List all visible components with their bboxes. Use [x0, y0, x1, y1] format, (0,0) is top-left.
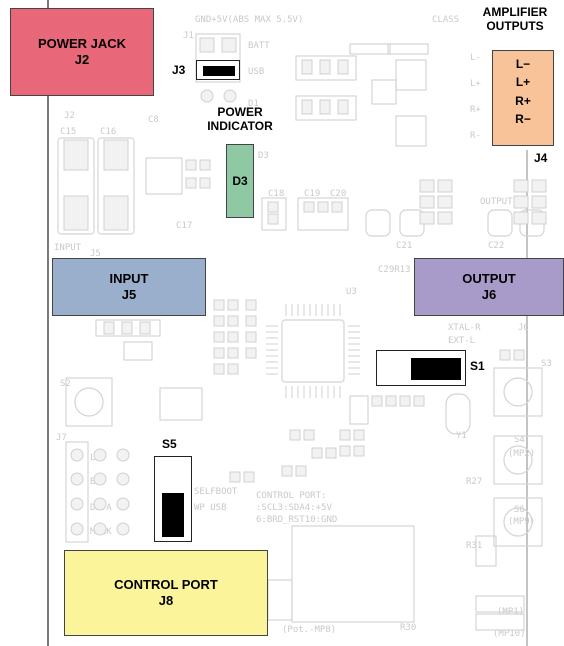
- input-label: INPUT: [109, 271, 149, 287]
- amplifier-outputs-label: AMPLIFIER OUTPUTS: [482, 5, 548, 33]
- s4-outline: [493, 435, 543, 485]
- s5-switch[interactable]: [154, 456, 192, 542]
- silk-controlport: CONTROL PORT:: [256, 491, 326, 501]
- silk-r-plus: R+: [470, 105, 481, 115]
- c15-pad: [63, 195, 89, 231]
- silk-output: OUTPUT: [480, 197, 513, 207]
- s1-switch-knob: [411, 358, 461, 380]
- reg-outline: [145, 157, 183, 195]
- output-label: OUTPUT: [462, 271, 516, 287]
- j3-jumper-cap: [203, 66, 235, 76]
- silk-c19: C19: [304, 189, 320, 199]
- silk-xtal: XTAL-R: [448, 323, 481, 333]
- silk-j2: J2: [64, 111, 75, 121]
- c16-pad: [103, 139, 129, 171]
- silk-c17: C17: [176, 221, 192, 231]
- silk-d1: D1: [248, 99, 259, 109]
- silk-scl: :SCL3:SDA4:+5V: [256, 503, 332, 513]
- input-j5-callout: INPUT J5: [52, 258, 206, 316]
- silk-j6: J6: [518, 323, 529, 333]
- j4-line-l-plus: L+: [515, 75, 531, 90]
- s2-outline: [65, 377, 113, 427]
- s3-outline: [493, 367, 543, 417]
- control-port-ref: J8: [158, 593, 174, 608]
- s1-switch[interactable]: [376, 350, 466, 386]
- silk-u3: U3: [346, 287, 357, 297]
- silk-c22: C22: [488, 241, 504, 251]
- power-jack-j2-callout: POWER JACK J2: [10, 8, 154, 96]
- silk-pot: (Pot.-MP8): [282, 625, 336, 635]
- silk-j7: J7: [56, 433, 67, 443]
- silk-brd: 6:BRD_RST10:GND: [256, 515, 337, 525]
- silk-selfboot: SELFBOOT: [194, 487, 238, 497]
- silk-c15: C15: [60, 127, 76, 137]
- silk-j5: J5: [90, 249, 101, 259]
- silk-b: B: [90, 477, 95, 487]
- j1-outline: [195, 33, 241, 83]
- d1-pad: [200, 89, 214, 103]
- silk-d3: D3: [258, 151, 269, 161]
- silk-c18: C18: [268, 189, 284, 199]
- d3-ref: D3: [232, 173, 248, 188]
- power-jack-label: POWER JACK: [37, 36, 127, 52]
- input-ref: J5: [121, 287, 137, 302]
- power-jack-ref: J2: [74, 52, 90, 67]
- silk-input: INPUT: [54, 243, 82, 253]
- silk-ext: EXT-L: [448, 336, 475, 346]
- silk-r-minus: R-: [470, 131, 481, 141]
- silk-c21: C21: [396, 241, 412, 251]
- j4-ref: J4: [534, 151, 548, 165]
- j4-line-r-plus: R+: [515, 93, 531, 108]
- c16-outline: [97, 137, 135, 235]
- d1-pad: [223, 89, 237, 103]
- control-port-j8-callout: CONTROL PORT J8: [64, 550, 268, 636]
- silk-s4: S4: [514, 435, 525, 445]
- silk-mp2: (MP2): [508, 449, 535, 459]
- amplifier-outputs-j4-callout: L− L+ R+ R−: [492, 50, 554, 146]
- c16-pad: [103, 195, 129, 231]
- silk-wpusb: WP USB: [194, 503, 227, 513]
- control-port-label: CONTROL PORT: [114, 577, 218, 593]
- output-ref: J6: [481, 287, 497, 302]
- silk-c16: C16: [100, 127, 116, 137]
- s5-switch-knob: [162, 493, 184, 537]
- d3-led-callout: D3: [226, 144, 254, 218]
- silk-c8: C8: [148, 115, 159, 125]
- silk-r30: R30: [400, 623, 416, 633]
- s1-label: S1: [470, 359, 485, 373]
- silk-usb: USB: [248, 67, 264, 77]
- c15-outline: [57, 137, 95, 235]
- c15-pad: [63, 139, 89, 171]
- j4-line-r-minus: R−: [515, 112, 531, 127]
- silk-j1: J1: [183, 31, 194, 41]
- u3-outline: [281, 319, 345, 383]
- silk-c29r13: C29R13: [378, 265, 411, 275]
- silk-l-plus: L+: [470, 79, 481, 89]
- silk-mp9: (MP9): [508, 517, 535, 527]
- j1-pad: [221, 37, 237, 53]
- silk-mp10: (MP10): [493, 629, 526, 639]
- s5-label: S5: [162, 437, 177, 451]
- s6-outline: [493, 497, 543, 547]
- silk-supply: GND+5V(ABS MAX 5.5V): [195, 15, 303, 25]
- silk-s3: S3: [541, 359, 552, 369]
- silk-s6: S6: [514, 505, 525, 515]
- silk-class: CLASS: [432, 15, 459, 25]
- j3-label: J3: [172, 63, 186, 77]
- j3-jumper[interactable]: [196, 60, 240, 80]
- silk-l-minus: L-: [470, 53, 481, 63]
- j1-pad: [199, 37, 215, 53]
- j4-line-l-minus: L−: [515, 57, 531, 71]
- silk-r31: R31: [466, 541, 482, 551]
- pot-outline: [291, 525, 415, 623]
- silk-r27: R27: [466, 477, 482, 487]
- power-indicator-label: POWER INDICATOR: [207, 105, 273, 133]
- output-j6-callout: OUTPUT J6: [414, 258, 564, 316]
- silk-c20: C20: [330, 189, 346, 199]
- silk-y1: Y1: [456, 431, 467, 441]
- silk-batt: BATT: [248, 41, 270, 51]
